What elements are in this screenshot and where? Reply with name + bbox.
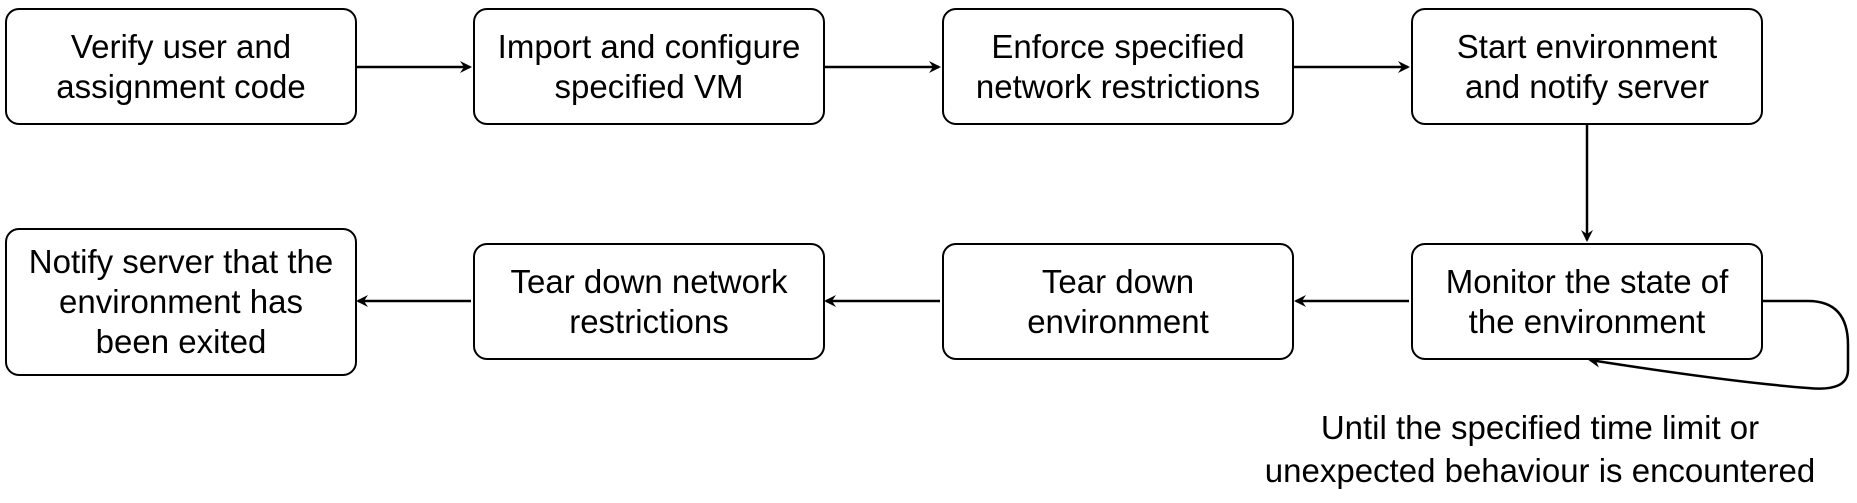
step-monitor-label: Monitor the state of the environment	[1445, 262, 1729, 340]
step-start-label: Start environment and notify server	[1456, 27, 1718, 105]
step-notify-exit-label: Notify server that the environment has b…	[28, 243, 334, 360]
step-notify-exit-box: Notify server that the environment has b…	[5, 228, 357, 376]
step-enforce-label: Enforce specified network restrictions	[975, 27, 1261, 105]
step-enforce-box: Enforce specified network restrictions	[942, 8, 1294, 125]
step-teardown-env-label: Tear down environment	[1027, 262, 1209, 340]
step-teardown-env-box: Tear down environment	[942, 243, 1294, 360]
step-verify-box: Verify user and assignment code	[5, 8, 357, 125]
loop-arrow-monitor	[1588, 299, 1850, 390]
step-teardown-net-label: Tear down network restrictions	[510, 262, 788, 340]
step-monitor-box: Monitor the state of the environment	[1411, 243, 1763, 360]
step-start-box: Start environment and notify server	[1411, 8, 1763, 125]
step-teardown-net-box: Tear down network restrictions	[473, 243, 825, 360]
step-import-box: Import and configure specified VM	[473, 8, 825, 125]
loop-condition-note: Until the specified time limit or unexpe…	[1264, 409, 1816, 489]
step-verify-label: Verify user and assignment code	[56, 27, 306, 105]
step-import-label: Import and configure specified VM	[497, 27, 801, 105]
